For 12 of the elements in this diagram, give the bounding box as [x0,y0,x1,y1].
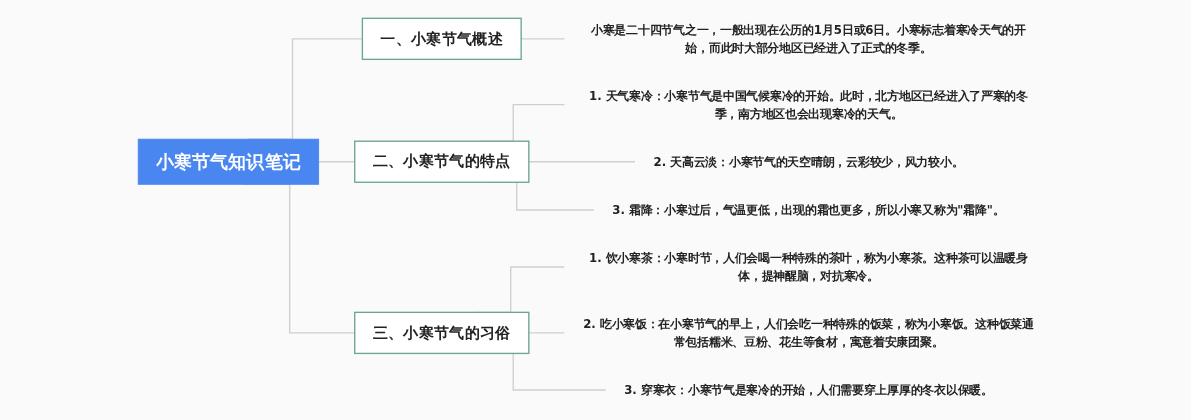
node-box: 小寒节气知识笔记 [138,138,320,185]
connector [318,161,356,163]
node-text: 2. 天高云淡：小寒节气的天空晴朗，云彩较少，风力较小。 [653,154,964,169]
node-text: 1. 天气寒冷：小寒节气是中国气候寒冷的开始。此时，北方地区已经进入了严寒的冬季，南方地区也会出现寒冷的天气。 [589,88,1029,121]
node-text: 3. 穿寒衣：小寒节气是寒冷的开始，人们需要穿上厚厚的冬衣以保暖。 [624,382,994,397]
node-text: 2. 吃小寒饭：在小寒节气的早上，人们会吃一种特殊的饭菜，称为小寒饭。这种饭菜通常包括糯米、豆粉、花生等食材，寓意着安康团聚。 [583,317,1035,349]
node-box: 三、小寒节气的习俗 [354,311,530,355]
node-text: 1. 饮小寒茶：小寒时节，人们会喝一种特殊的茶叶，称为小寒茶。这种茶可以温暖身体，提神醒脑，对抗寒冷。 [589,251,1029,283]
node-text: 3. 霜降：小寒过后，气温更低，出现的霜也更多，所以小寒又称为"霜降"。 [612,203,1006,217]
node-box: 二、小寒节气的特点 [354,140,530,183]
node-text: 小寒是二十四节气之一，一般出现在公历的1月5日或6日。小寒标志着寒冷天气的开始，而此时大部分地区已经进入了正式的冬季。 [591,23,1027,55]
node-box: 一、小寒节气概述 [362,17,523,61]
